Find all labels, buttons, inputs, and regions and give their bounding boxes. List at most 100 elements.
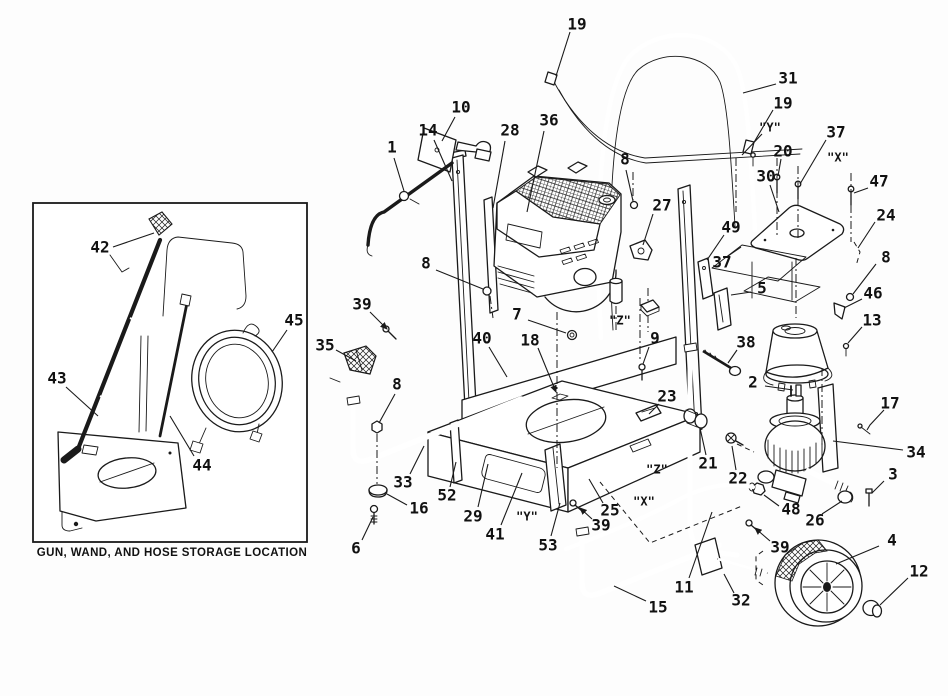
main-leader-34 bbox=[832, 440, 904, 451]
main-leader-2 bbox=[764, 385, 794, 391]
main-label-31: 31 bbox=[778, 69, 797, 88]
wheel bbox=[774, 539, 863, 627]
main-leader-12 bbox=[879, 577, 909, 606]
main-label-22: 22 bbox=[728, 469, 747, 488]
fitting-21 bbox=[683, 408, 708, 429]
screw-39-wheel bbox=[745, 519, 759, 532]
main-leader-8 bbox=[435, 269, 484, 290]
main-leader-48 bbox=[763, 494, 780, 507]
handle-plate-30 bbox=[750, 204, 845, 261]
main-label-29: 29 bbox=[463, 507, 482, 526]
main-label-2: 2 bbox=[748, 373, 758, 392]
inset-gun bbox=[60, 237, 163, 464]
main-label-Z: "Z" bbox=[646, 463, 668, 477]
main-leader-37 bbox=[727, 246, 742, 257]
main-leader-32 bbox=[723, 573, 735, 594]
pin-17 bbox=[857, 423, 871, 435]
main-label-39: 39 bbox=[770, 538, 789, 557]
main-leader-16 bbox=[386, 493, 408, 506]
tire-tread-hatch bbox=[775, 539, 828, 582]
main-label-16: 16 bbox=[409, 499, 428, 518]
main-label-38: 38 bbox=[736, 333, 755, 352]
main-leader-15 bbox=[613, 585, 647, 602]
main-label-9: 9 bbox=[650, 329, 660, 348]
main-leader-7 bbox=[527, 319, 567, 334]
inset-gun-clip bbox=[148, 211, 173, 236]
tab-46 bbox=[833, 302, 846, 320]
inset-wand bbox=[158, 293, 192, 438]
main-leader-38 bbox=[727, 349, 738, 364]
starter-rope bbox=[366, 161, 454, 247]
inset-label-42: 42 bbox=[90, 238, 109, 257]
inset-label-43: 43 bbox=[47, 369, 66, 388]
axle-assembly bbox=[694, 537, 768, 577]
main-figure: 193119"Y"2037"X"473024498461317343221224… bbox=[47, 15, 929, 627]
main-label-39: 39 bbox=[352, 295, 371, 314]
main-label-37: 37 bbox=[712, 253, 731, 272]
labels-layer: 193119"Y"2037"X"473024498461317343221224… bbox=[47, 15, 928, 617]
main-label-46: 46 bbox=[863, 284, 882, 303]
main-leader-39 bbox=[754, 527, 771, 542]
main-label-48: 48 bbox=[781, 500, 800, 519]
main-label-23: 23 bbox=[657, 387, 676, 406]
main-leader-47 bbox=[853, 187, 869, 194]
bracket-28 bbox=[483, 196, 499, 314]
pump-outlet bbox=[804, 467, 849, 494]
main-leader-19 bbox=[555, 31, 571, 77]
bolt-3 bbox=[865, 488, 873, 507]
bolt-22 bbox=[725, 432, 744, 446]
cable-end-cap bbox=[544, 71, 558, 86]
main-label-39: 39 bbox=[591, 516, 610, 535]
fuel-cap bbox=[598, 194, 616, 206]
wheel-spokes bbox=[802, 562, 852, 612]
main-label-Y: "Y" bbox=[759, 121, 781, 135]
nut-8-engine-right bbox=[629, 200, 639, 210]
main-label-24: 24 bbox=[876, 206, 895, 225]
main-label-53: 53 bbox=[538, 536, 557, 555]
main-leader-25 bbox=[588, 478, 604, 504]
inset-leader-45 bbox=[271, 329, 288, 353]
inset-leader-44 bbox=[169, 415, 195, 457]
main-label-Y: "Y" bbox=[516, 510, 538, 524]
main-label-8: 8 bbox=[392, 375, 402, 394]
main-label-10: 10 bbox=[451, 98, 470, 117]
main-label-6: 6 bbox=[351, 539, 361, 558]
main-label-4: 4 bbox=[887, 531, 897, 550]
main-leader-20 bbox=[777, 158, 782, 177]
main-label-8: 8 bbox=[881, 248, 891, 267]
clamp-27 bbox=[629, 239, 653, 261]
hub-cap-12 bbox=[862, 599, 883, 618]
main-leader-5 bbox=[730, 291, 752, 296]
inset-label-44: 44 bbox=[192, 456, 211, 475]
main-leader-53 bbox=[550, 502, 561, 537]
main-label-28: 28 bbox=[500, 121, 519, 140]
main-leader-13 bbox=[847, 326, 863, 344]
main-leader-27 bbox=[642, 213, 654, 246]
main-label-47: 47 bbox=[869, 172, 888, 191]
inset-leader-42 bbox=[112, 232, 155, 248]
hose-11 bbox=[563, 482, 756, 552]
flange-nut-7 bbox=[566, 329, 578, 341]
main-label-49: 49 bbox=[721, 218, 740, 237]
main-leader-49 bbox=[706, 234, 725, 261]
main-leader-21 bbox=[699, 427, 707, 456]
float-cup bbox=[763, 323, 833, 392]
main-label-14: 14 bbox=[418, 121, 437, 140]
cap-26 bbox=[837, 490, 854, 504]
main-label-7: 7 bbox=[512, 305, 522, 324]
bracket-5 bbox=[713, 287, 732, 331]
cable-clamp bbox=[398, 190, 410, 202]
main-leader-3 bbox=[871, 480, 885, 494]
main-leader-39 bbox=[579, 507, 593, 520]
frame-leg-rear-right bbox=[683, 342, 740, 558]
main-leader-40 bbox=[488, 346, 508, 378]
main-leader-29 bbox=[477, 463, 489, 508]
bolt-38 bbox=[702, 349, 742, 377]
main-label-37: 37 bbox=[826, 123, 845, 142]
frame-leg-rear-left bbox=[346, 395, 524, 464]
main-leader-33 bbox=[409, 445, 425, 475]
main-label-32: 32 bbox=[731, 591, 750, 610]
pump-manifold bbox=[757, 469, 807, 504]
main-leader-39 bbox=[369, 311, 388, 330]
main-label-13: 13 bbox=[862, 311, 881, 330]
